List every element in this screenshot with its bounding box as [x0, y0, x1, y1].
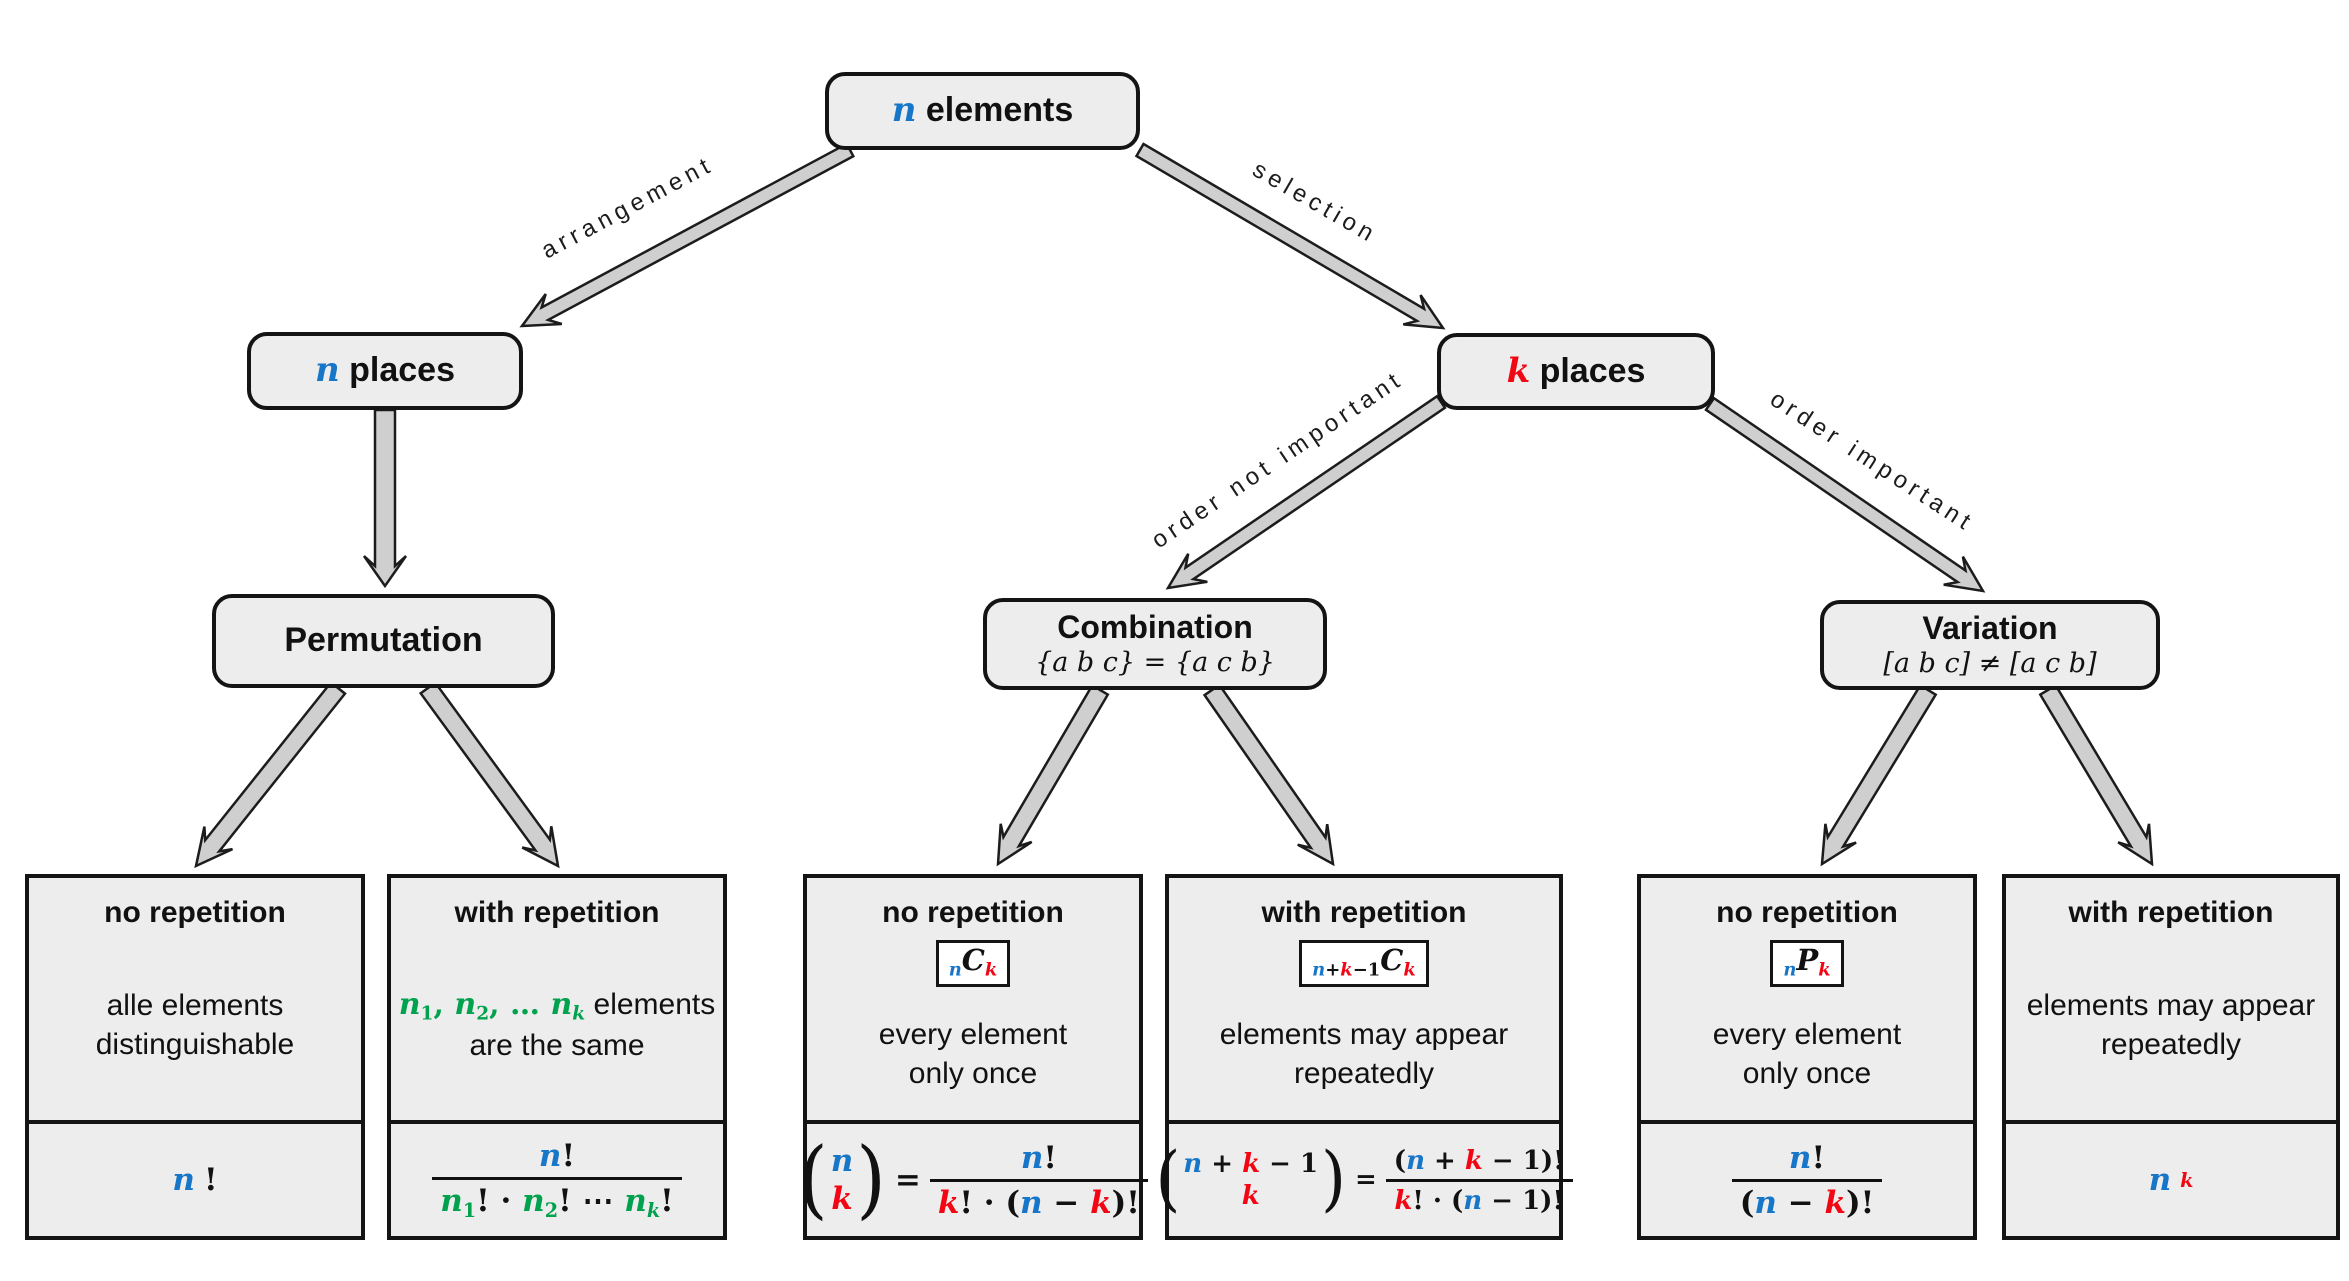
arrow-n-places-to-permutation — [362, 408, 408, 589]
arrow-combination-to-no-repetition — [996, 683, 1110, 867]
arrow-variation-to-no-repetition — [1820, 683, 1938, 867]
card-title: no repetition — [104, 896, 286, 929]
card-title: with repetition — [2068, 896, 2274, 929]
card-title: with repetition — [454, 896, 660, 929]
binomial-coefficient: ( n k ) — [798, 1129, 886, 1229]
node-permutation-label: Permutation — [284, 621, 483, 660]
node-variation-label: Variation — [1922, 609, 2058, 646]
left-paren: ( — [1155, 1137, 1181, 1221]
arrow-k-places-to-combination — [1165, 394, 1447, 590]
card-title: with repetition — [1261, 896, 1467, 929]
arrow-n-elements-to-k-places — [1134, 142, 1446, 330]
node-combination-label: Combination — [1057, 608, 1253, 645]
formula-n-factorial: n! — [172, 1162, 218, 1198]
node-n-elements: n elements — [825, 72, 1140, 150]
formula-multiset-permutation: n! n1! · n2! ⋯ nk! — [432, 1138, 682, 1222]
equals-sign: = — [894, 1162, 921, 1198]
left-paren: ( — [798, 1129, 828, 1229]
node-k-places-label: k places — [1506, 350, 1646, 391]
notation-nCk: nCk — [935, 940, 1011, 988]
notation-nPk: nPk — [1770, 940, 1844, 988]
formula-partial-permutation: n! (n − k)! — [1731, 1140, 1883, 1221]
node-n-places-label: n places — [314, 350, 456, 391]
arrow-combination-to-with-repetition — [1202, 683, 1335, 867]
card-title: no repetition — [1716, 896, 1898, 929]
arrow-permutation-to-no-repetition — [194, 680, 347, 869]
card-formula-section: n! — [29, 1120, 361, 1236]
card-formula-section: n! (n − k)! — [1641, 1120, 1973, 1236]
formula-multiset-binomial: ( n + k − 1 k ) = (n + k − 1)! k! · (n −… — [1155, 1137, 1573, 1221]
node-k-places: k places — [1437, 333, 1715, 410]
notation-n-plus-k-minus-1-Ck: n+k−1Ck — [1299, 940, 1429, 988]
arrow-n-elements-to-n-places — [519, 142, 855, 328]
fraction: n! n1! · n2! ⋯ nk! — [432, 1138, 682, 1222]
card-formula-section: ( n k ) = n! k! · (n − k)! — [798, 1120, 1148, 1236]
fraction: (n + k − 1)! k! · (n − 1)! — [1385, 1145, 1573, 1216]
card-title: no repetition — [882, 896, 1064, 929]
card-combination-with-repetition: with repetition n+k−1Ck elements may app… — [1155, 874, 1573, 1240]
node-variation-example: [a b c] ≠ [a c b] — [1883, 648, 2097, 680]
node-variation: Variation [a b c] ≠ [a c b] — [1820, 600, 2160, 690]
card-formula-section: n! n1! · n2! ⋯ nk! — [391, 1120, 723, 1236]
right-paren: ) — [856, 1129, 886, 1229]
fraction: n! k! · (n − k)! — [929, 1140, 1148, 1221]
card-formula-section: ( n + k − 1 k ) = (n + k − 1)! k! · (n −… — [1155, 1120, 1573, 1236]
node-combination: Combination {a b c} = {a c b} — [983, 598, 1327, 690]
card-top: with repetition n+k−1Ck elements may app… — [1169, 878, 1559, 1120]
arrow-variation-to-with-repetition — [2038, 683, 2154, 867]
binomial-coefficient: ( n + k − 1 k ) — [1155, 1137, 1346, 1221]
node-combination-example: {a b c} = {a c b} — [1035, 647, 1275, 679]
formula-binomial: ( n k ) = n! k! · (n − k)! — [798, 1129, 1148, 1229]
fraction: n! (n − k)! — [1731, 1140, 1883, 1221]
right-paren: ) — [1321, 1137, 1346, 1221]
node-n-elements-label: n elements — [891, 90, 1074, 131]
node-permutation: Permutation — [212, 594, 555, 688]
node-n-places: n places — [247, 332, 523, 410]
arrow-permutation-to-with-repetition — [418, 680, 560, 869]
equals-sign: = — [1354, 1165, 1377, 1195]
arrow-k-places-to-variation — [1704, 396, 1986, 593]
